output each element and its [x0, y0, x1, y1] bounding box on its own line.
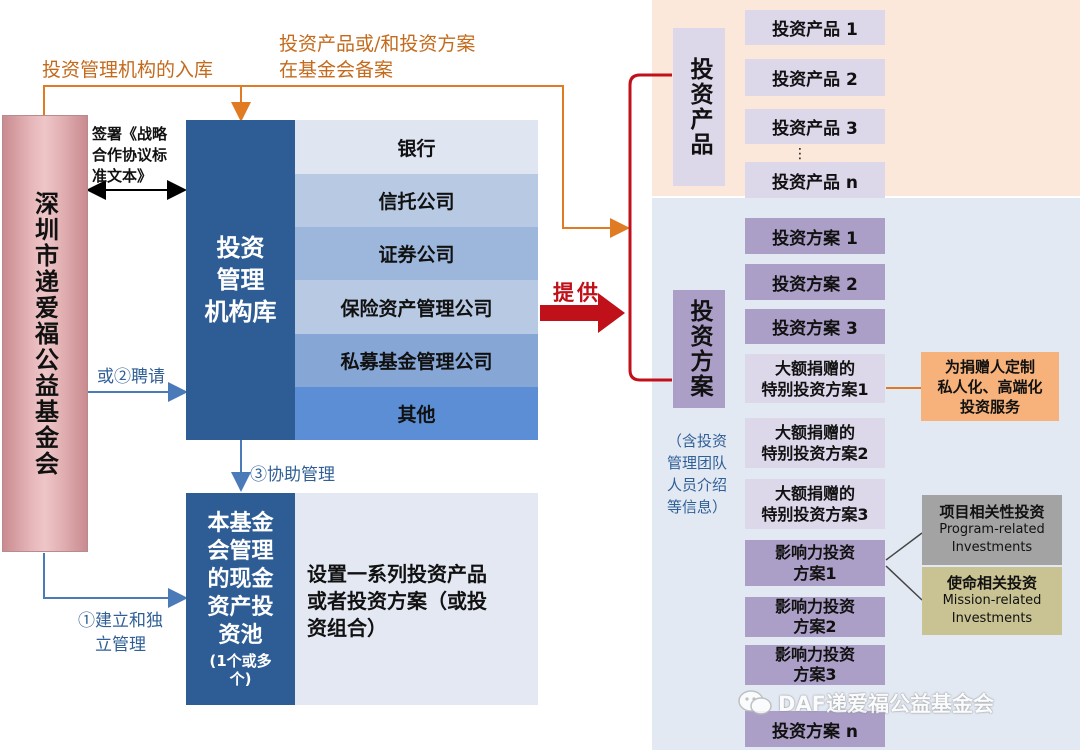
asset-pool-title: 本基金 会管理 的现金 资产投 资池 (1个或多 个) [186, 493, 295, 705]
special-plan-2-line2: 特别投资方案2 [761, 444, 869, 463]
product-item-2: 投资产品 2 [745, 59, 885, 96]
agreement-line3: 准文本》 [92, 167, 153, 185]
asset-pool-description: 设置一系列投资产品 或者投资方案（或投 资组合） [295, 493, 538, 705]
impact-plan-3: 影响力投资 方案3 [745, 645, 885, 685]
library-title-line1: 投资 [216, 234, 265, 262]
custom-service-line3: 投资服务 [959, 397, 1020, 416]
custom-service-box: 为捐赠人定制 私人化、高端化 投资服务 [921, 352, 1059, 421]
special-plan-3-line2: 特别投资方案3 [761, 505, 869, 524]
institution-securities: 证券公司 [295, 227, 538, 280]
impact-plan-2: 影响力投资 方案2 [745, 597, 885, 637]
plans-header: 投资方案 [673, 290, 725, 408]
plans-header-text: 投资方案 [686, 299, 712, 399]
pool-title-line5: 资池 [218, 623, 263, 648]
pool-desc-line1: 设置一系列投资产品 [307, 562, 487, 586]
special-plan-2: 大额捐赠的 特别投资方案2 [745, 418, 885, 468]
product-item-3: 投资产品 3 [745, 109, 885, 144]
special-plan-1: 大额捐赠的 特别投资方案1 [745, 354, 885, 403]
mission-related-en1: Mission-related [942, 593, 1042, 608]
assist-label: ③协助管理 [250, 465, 335, 485]
program-related-en1: Program-related [939, 522, 1045, 537]
pool-note-line1: (1个或多 [209, 652, 272, 670]
product-item-1: 投资产品 1 [745, 10, 885, 45]
registration-label: 投资管理机构的入库 [42, 59, 214, 81]
mission-related-cn: 使命相关投资 [946, 574, 1037, 592]
plan-item-n: 投资方案 n [745, 711, 885, 747]
program-related-en2: Investments [951, 540, 1033, 555]
institution-library-title: 投资 管理 机构库 [186, 120, 295, 440]
pool-note-line2: 个) [229, 670, 252, 688]
impact-plan-2-line2: 方案2 [793, 617, 837, 636]
impact-plan-1: 影响力投资 方案1 [745, 540, 885, 586]
agreement-line1: 签署《战略 [92, 125, 168, 143]
library-title-line2: 管理 [216, 266, 265, 294]
library-title-line3: 机构库 [204, 298, 277, 326]
plan-item-3: 投资方案 3 [745, 309, 885, 344]
product-item-n: 投资产品 n [745, 162, 885, 198]
impact-plan-3-line1: 影响力投资 [774, 645, 855, 664]
build-label-line1: ①建立和独 [78, 611, 163, 631]
foundation-name: 深圳市递爱福公益基金会 [30, 190, 59, 477]
mission-related-en2: Investments [951, 611, 1033, 626]
impact-plan-3-line2: 方案3 [793, 665, 837, 684]
products-header-text: 投资产品 [686, 57, 712, 157]
special-plan-3-line1: 大额捐赠的 [774, 484, 855, 503]
pool-title-line4: 资产投 [207, 595, 274, 620]
institution-insurance: 保险资产管理公司 [295, 280, 538, 334]
plans-note-text: （含投资管理团队人员介绍等信息） [666, 432, 727, 516]
program-related-cn: 项目相关性投资 [939, 503, 1045, 521]
special-plan-1-line1: 大额捐赠的 [774, 358, 855, 378]
mission-related-box: 使命相关投资 Mission-related Investments [922, 567, 1062, 635]
institution-other: 其他 [295, 387, 538, 440]
plan-item-2: 投资方案 2 [745, 264, 885, 300]
pool-title-line3: 的现金 [207, 567, 274, 592]
special-plan-3: 大额捐赠的 特别投资方案3 [745, 479, 885, 529]
special-plan-1-line2: 特别投资方案1 [761, 379, 869, 399]
agreement-line2: 合作协议标 [92, 146, 168, 164]
filing-label-line2: 在基金会备案 [279, 59, 394, 81]
institution-trust: 信托公司 [295, 174, 538, 227]
build-label: ①建立和独 立管理 [58, 609, 183, 657]
pool-desc-line3: 资组合） [307, 616, 387, 640]
agreement-note: 签署《战略 合作协议标 准文本》 [92, 124, 184, 187]
build-label-line2: 立管理 [95, 635, 146, 655]
custom-service-line1: 为捐赠人定制 [944, 357, 1035, 376]
foundation-pillar: 深圳市递爱福公益基金会 [2, 115, 88, 552]
watermark: DAF递爱福公益基金会 [738, 688, 994, 718]
special-plan-2-line1: 大额捐赠的 [774, 423, 855, 442]
product-ellipsis: ⋮ [793, 146, 807, 162]
pool-title-line2: 会管理 [207, 539, 274, 564]
watermark-text: DAF递爱福公益基金会 [778, 692, 995, 716]
wechat-icon [738, 690, 772, 716]
impact-plan-2-line1: 影响力投资 [774, 597, 855, 616]
plan-item-1: 投资方案 1 [745, 218, 885, 254]
plans-note: （含投资管理团队人员介绍等信息） [662, 430, 740, 540]
provide-label: 提供 [553, 280, 601, 305]
impact-plan-1-line2: 方案1 [793, 564, 837, 583]
pool-desc-line2: 或者投资方案（或投 [307, 589, 487, 613]
pool-title-line1: 本基金 [207, 511, 274, 536]
institution-bank: 银行 [295, 120, 538, 174]
products-header: 投资产品 [673, 28, 725, 186]
custom-service-line2: 私人化、高端化 [937, 377, 1043, 396]
filing-label-line1: 投资产品或/和投资方案 [279, 33, 476, 55]
impact-plan-1-line1: 影响力投资 [774, 543, 855, 562]
institution-private-fund: 私募基金管理公司 [295, 334, 538, 387]
program-related-box: 项目相关性投资 Program-related Investments [922, 495, 1062, 565]
hire-label: 或②聘请 [97, 367, 165, 387]
